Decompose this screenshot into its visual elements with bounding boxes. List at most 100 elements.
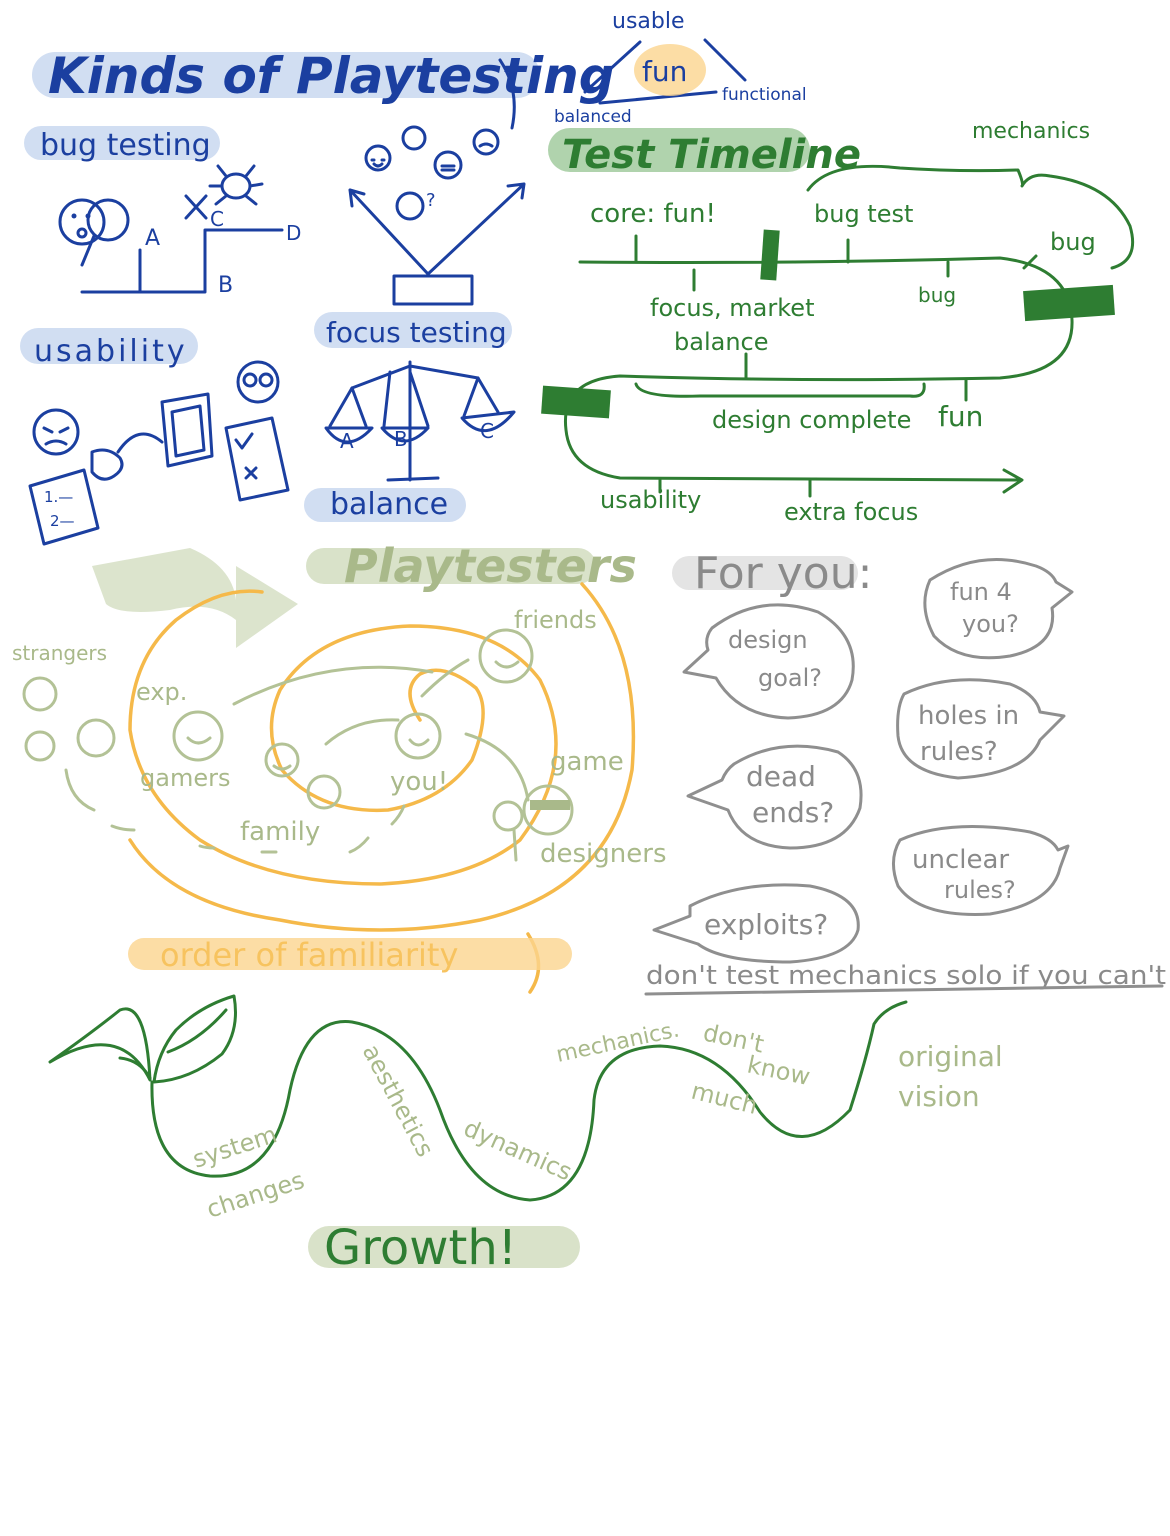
glasses-face-icon: [236, 360, 280, 404]
left-leaf-icon: [48, 1007, 152, 1082]
growth-original-label: original: [898, 1040, 1003, 1073]
cross-mark-icon: [184, 194, 208, 220]
bubble-1-line-1: design: [728, 626, 808, 654]
family-label: family: [240, 817, 320, 847]
right-leaf-icon: [152, 994, 237, 1084]
stranger-face-icon: [76, 718, 116, 758]
bug-testing-section: bug testing A B C D: [24, 126, 301, 298]
scale-beam: [350, 364, 480, 390]
growth-title: Growth!: [324, 1220, 517, 1276]
growth-mechanics-label: mechanics.: [554, 1017, 682, 1067]
timeline-bug-lower-label: bug: [918, 283, 956, 307]
triangle-center-label: fun: [642, 55, 687, 88]
bubble-5-line-1: unclear: [912, 845, 1009, 875]
frowning-face-icon: [32, 408, 80, 456]
growth-system-label: system: [189, 1120, 280, 1173]
point-a-label: A: [145, 226, 160, 251]
sunglasses-icon: [530, 800, 570, 810]
bubble-3-line-1: holes in: [918, 701, 1019, 731]
designers-label: designers: [540, 839, 666, 869]
exp-label: exp.: [136, 678, 187, 706]
left-arrow-icon: [348, 188, 430, 276]
point-b-label: B: [218, 273, 233, 298]
timeline-usability-label: usability: [600, 486, 701, 514]
timeline-bug-upper-label: bug: [1050, 228, 1096, 256]
balance-heading: balance: [330, 487, 448, 522]
pan-b-label: B: [394, 427, 408, 451]
scale-pan-b: [380, 426, 430, 443]
speech-bubble: [682, 603, 855, 720]
speech-bubble: [652, 883, 860, 964]
playtesters-highlight: [306, 548, 596, 584]
growth-aesthetics-label: aesthetics: [357, 1040, 440, 1162]
timeline-extra-focus-label: extra focus: [784, 498, 918, 526]
face-icon: [364, 144, 392, 172]
pan-c-label: C: [480, 419, 494, 443]
timeline-mechanics-label: mechanics: [972, 119, 1090, 144]
timeline-arrow-head: [1002, 468, 1024, 494]
speech-bubble: [923, 558, 1074, 660]
scale-pan-c: [460, 410, 516, 433]
instruction-sheet-icon: [28, 468, 100, 546]
focus-testing-section: focus testing A B C balance: [304, 312, 516, 522]
bubble-4-line-1: dead: [746, 760, 816, 793]
timeline-fun-label: fun: [938, 400, 983, 433]
timeline-path: [563, 256, 1074, 482]
title-highlight: [32, 52, 540, 98]
timeline-title: Test Timeline: [562, 132, 861, 178]
speech-bubble: [686, 744, 863, 850]
growth-much-label: much: [689, 1077, 761, 1120]
triangle-left-edge: [583, 40, 642, 94]
fun-highlight: [634, 44, 706, 96]
big-arrow-icon: [92, 548, 298, 648]
bubble-2-line-2: you?: [962, 610, 1019, 638]
for-you-highlight: [672, 556, 858, 590]
bug-testing-highlight: [24, 126, 220, 160]
face-icon: [401, 125, 427, 151]
list-item-two: 2—: [50, 512, 75, 530]
pan-a-label: A: [340, 429, 354, 453]
bubble-1-line-2: goal?: [758, 664, 822, 692]
focus-faces-illustration: ?: [348, 125, 526, 306]
test-timeline-section: Test Timeline mechanics core: fun! bug t…: [541, 119, 1135, 526]
milestone-marker: [760, 229, 780, 281]
bubble-6-line-1: exploits?: [704, 908, 828, 941]
milestone-marker: [1023, 284, 1115, 322]
growth-vision-label: vision: [898, 1080, 980, 1113]
bubble-3-line-2: rules?: [920, 737, 998, 767]
timeline-bug-test-label: bug test: [814, 200, 913, 228]
friends-label: friends: [514, 606, 597, 634]
magnifier-icon: [86, 198, 130, 242]
triangle-right-label: functional: [722, 85, 807, 105]
for-you-title: For you:: [694, 548, 872, 599]
milestone-marker: [541, 385, 611, 419]
focus-testing-highlight: [314, 312, 512, 348]
bubble-4-line-2: ends?: [752, 796, 834, 829]
bubble-2-line-1: fun 4: [950, 578, 1012, 606]
point-d-label: D: [286, 221, 301, 245]
you-label: you!: [390, 767, 448, 797]
designer-face-icon: [522, 784, 574, 836]
playtesters-title: Playtesters: [344, 539, 637, 593]
balance-highlight: [304, 488, 466, 522]
right-arrow-icon: [426, 182, 526, 276]
controller-icon: [90, 448, 124, 481]
family-face-icon: [264, 742, 300, 778]
for-you-section: For you: design goal? fun 4 you? holes i…: [644, 548, 1166, 996]
timeline-design-complete-label: design complete: [712, 406, 911, 434]
stranger-face-icon: [24, 730, 56, 762]
gamers-label: gamers: [140, 764, 230, 792]
page-title: Kinds of Playtesting: [48, 47, 615, 105]
triangle-right-edge: [703, 38, 747, 82]
bubble-5-line-2: rules?: [944, 876, 1016, 904]
family-face-icon: [306, 774, 342, 810]
monitor-icon: [160, 392, 214, 468]
quality-triangle: usable fun balanced functional: [554, 9, 807, 127]
bug-icon: [220, 172, 252, 200]
strangers-label: strangers: [12, 641, 107, 665]
timeline-focus-market-label: focus, market: [650, 294, 814, 322]
title-flourish: [498, 58, 516, 130]
triangle-top-label: usable: [612, 9, 685, 34]
you-face-icon: [394, 712, 442, 760]
mechanics-bracket: [806, 164, 1135, 270]
